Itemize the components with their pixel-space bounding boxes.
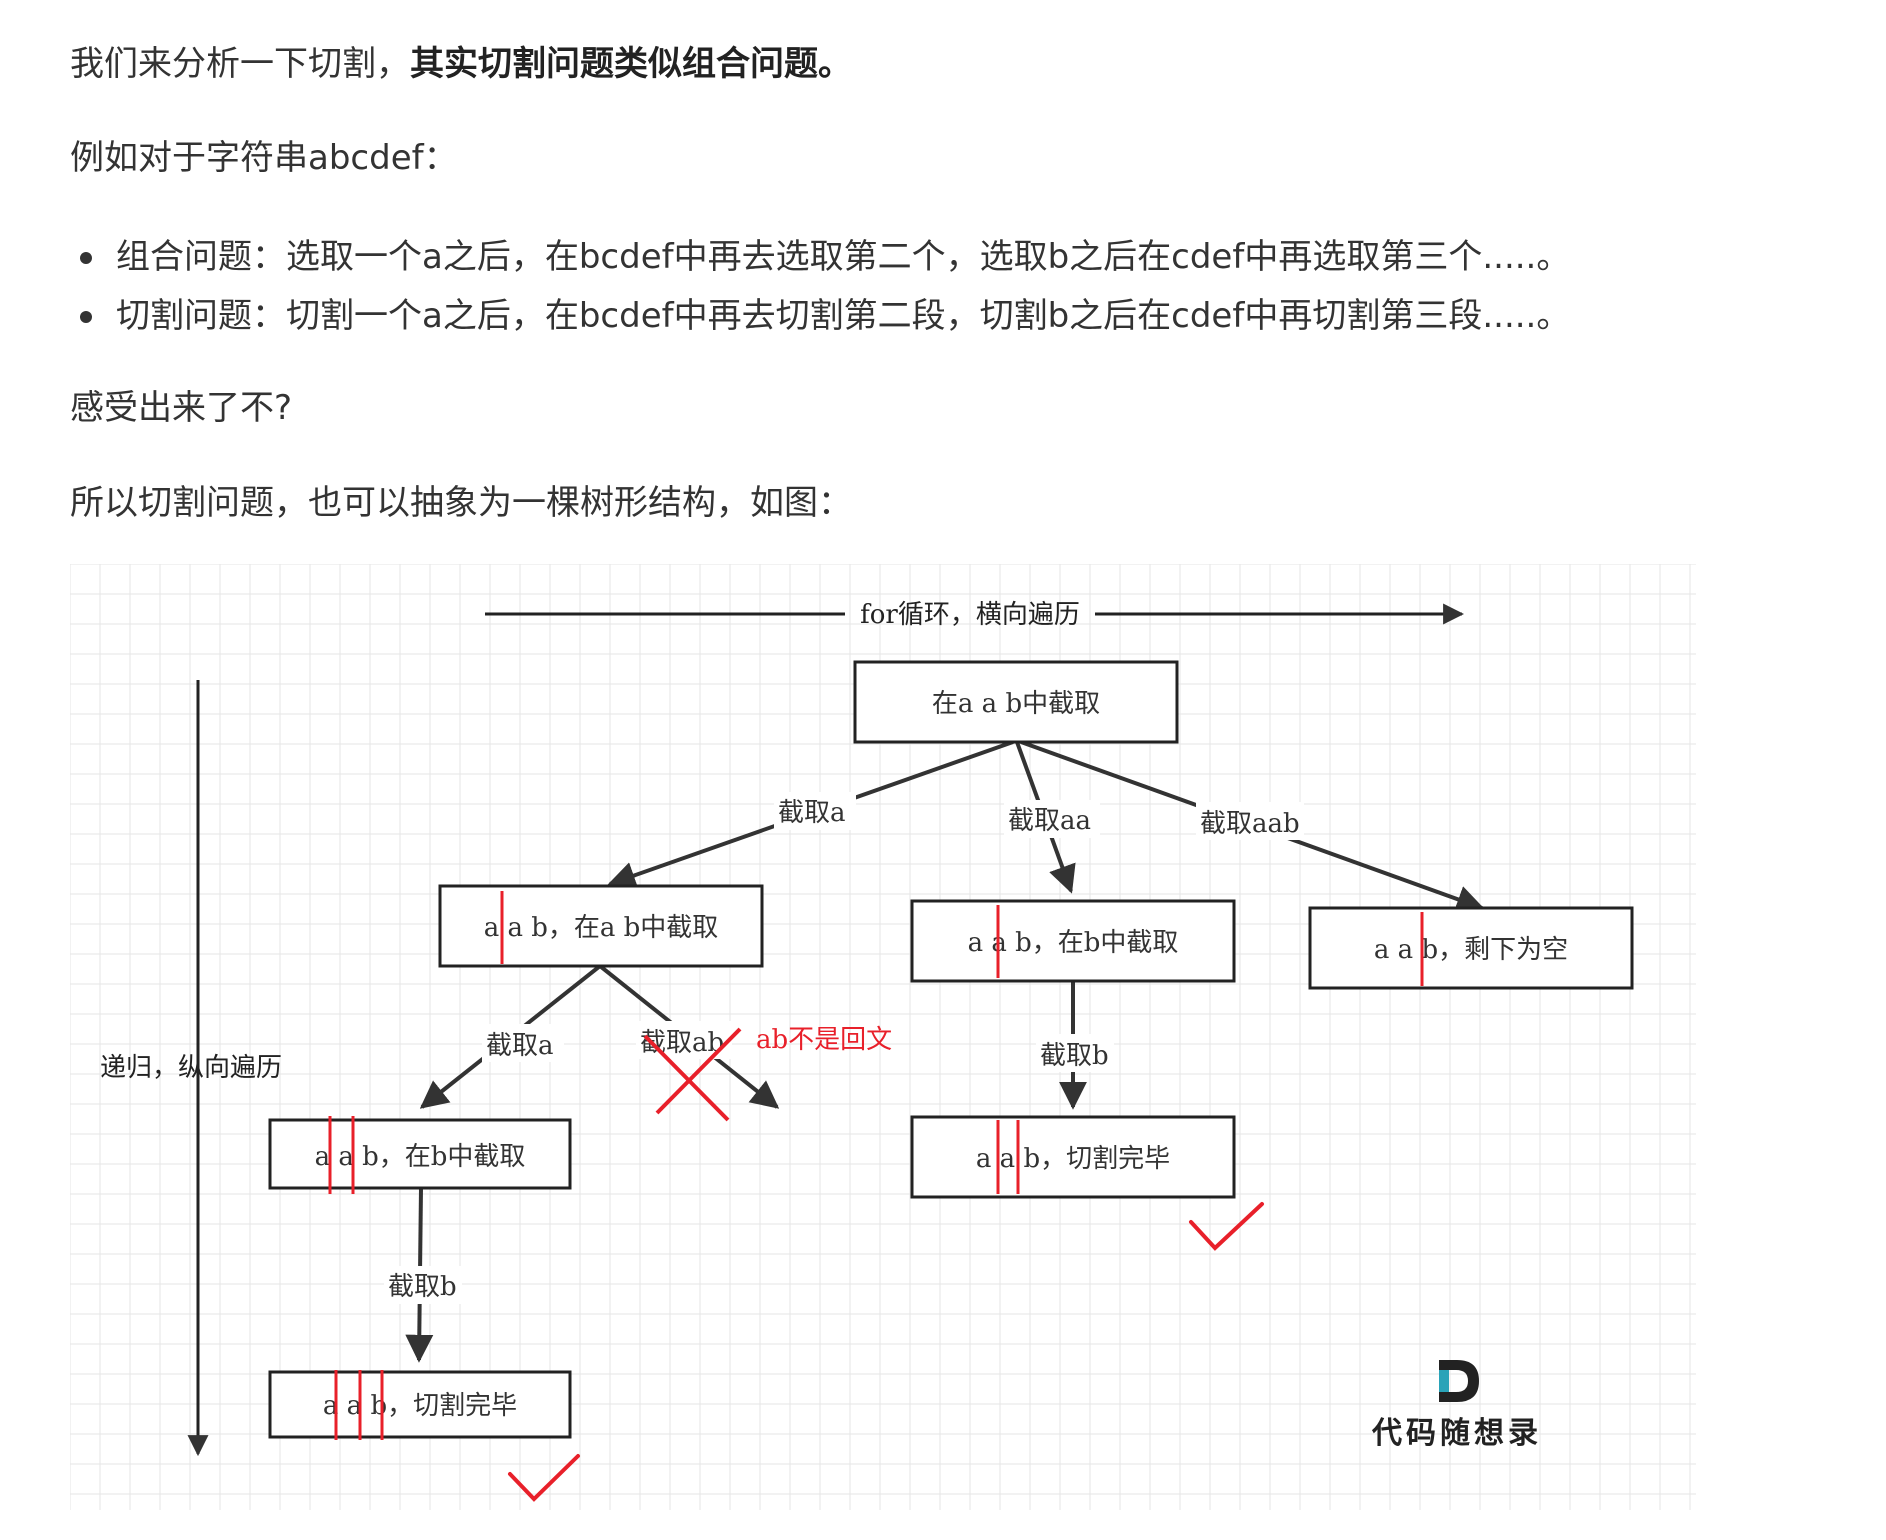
- node-level1-aab: a a b，剩下为空: [1308, 906, 1634, 990]
- tree-edges: [405, 740, 1485, 1363]
- comparison-list: 组合问题：选取一个a之后，在bcdef中再去选取第二个，选取b之后在cdef中再…: [70, 228, 1570, 346]
- tree-nodes: 在a a b中截取 a a b，在a b中截取 a a b，在b中截取 a a …: [268, 660, 1634, 1440]
- edge-label-take-a: 截取a: [486, 1031, 554, 1061]
- edge-labels: 截取a 截取aa 截取aab 截取a 截取ab 截取b 截取b: [384, 792, 1304, 1304]
- check-icon: [1189, 1202, 1264, 1251]
- node-label: a a b，切割完毕: [976, 1144, 1170, 1174]
- node-level2-done: a a b，切割完毕: [910, 1115, 1236, 1199]
- edge-label-take-a: 截取a: [778, 798, 846, 828]
- node-label: a a b，在b中截取: [968, 928, 1179, 958]
- intro-bold-text: 其实切割问题类似组合问题。: [410, 44, 852, 84]
- edge-label-take-b: 截取b: [388, 1272, 457, 1302]
- node-label: a a b，在a b中截取: [484, 913, 719, 943]
- list-item-text: 切割问题：切割一个a之后，在bcdef中再去切割第二段，切割b之后在cdef中再…: [116, 296, 1571, 336]
- not-palindrome-note: ab不是回文: [756, 1025, 892, 1055]
- bullet-icon: [80, 311, 92, 323]
- vertical-arrow-label: 递归，纵向遍历: [100, 1053, 282, 1083]
- invalid-branch-marker: ab不是回文: [643, 1025, 892, 1122]
- check-icon: [508, 1454, 580, 1502]
- node-level2-b: a a b，在b中截取: [268, 1116, 572, 1194]
- node-level1-a: a a b，在a b中截取: [438, 884, 764, 968]
- logo-text: 代码随想录: [1372, 1416, 1542, 1451]
- node-label: a a b，在b中截取: [315, 1142, 526, 1172]
- watermark-logo: 代码随想录: [1367, 1356, 1547, 1456]
- cross-icon: [643, 1034, 730, 1122]
- node-root: 在a a b中截取: [853, 660, 1179, 744]
- partition-tree-diagram: for循环，横向遍历 递归，纵向遍历 截取a 截取aa 截取aab 截取a 截取…: [70, 564, 1696, 1510]
- success-marks: [508, 1202, 1264, 1502]
- intro-paragraph: 我们来分析一下切割，其实切割问题类似组合问题。: [70, 39, 852, 89]
- edge-label-take-aa: 截取aa: [1008, 806, 1091, 836]
- list-item: 组合问题：选取一个a之后，在bcdef中再去选取第二个，选取b之后在cdef中再…: [70, 228, 1570, 287]
- edge-label-take-aab: 截取aab: [1200, 809, 1300, 839]
- horizontal-traversal-arrow: for循环，横向遍历: [485, 600, 1465, 630]
- list-item: 切割问题：切割一个a之后，在bcdef中再去切割第二段，切割b之后在cdef中再…: [70, 287, 1570, 346]
- intro-text: 我们来分析一下切割，: [70, 44, 410, 84]
- list-item-text: 组合问题：选取一个a之后，在bcdef中再去选取第二个，选取b之后在cdef中再…: [116, 237, 1571, 277]
- cross-icon: [655, 1027, 742, 1115]
- node-level3-done: a a b，切割完毕: [268, 1370, 572, 1440]
- node-label: a a b，切割完毕: [323, 1391, 517, 1421]
- node-label: 在a a b中截取: [932, 689, 1100, 719]
- bullet-icon: [80, 252, 92, 264]
- vertical-recursion-arrow: 递归，纵向遍历: [100, 680, 282, 1457]
- background-grid: [70, 564, 1696, 1510]
- example-paragraph: 例如对于字符串abcdef：: [70, 138, 458, 178]
- horizontal-arrow-label: for循环，横向遍历: [860, 600, 1080, 630]
- node-label: a a b，剩下为空: [1374, 935, 1568, 965]
- tree-intro-paragraph: 所以切割问题，也可以抽象为一棵树形结构，如图：: [70, 483, 852, 523]
- edge-label-take-b: 截取b: [1040, 1041, 1109, 1071]
- question-paragraph: 感受出来了不?: [70, 388, 293, 428]
- logo-d-icon: [1439, 1360, 1479, 1402]
- node-level1-aa: a a b，在b中截取: [910, 899, 1236, 983]
